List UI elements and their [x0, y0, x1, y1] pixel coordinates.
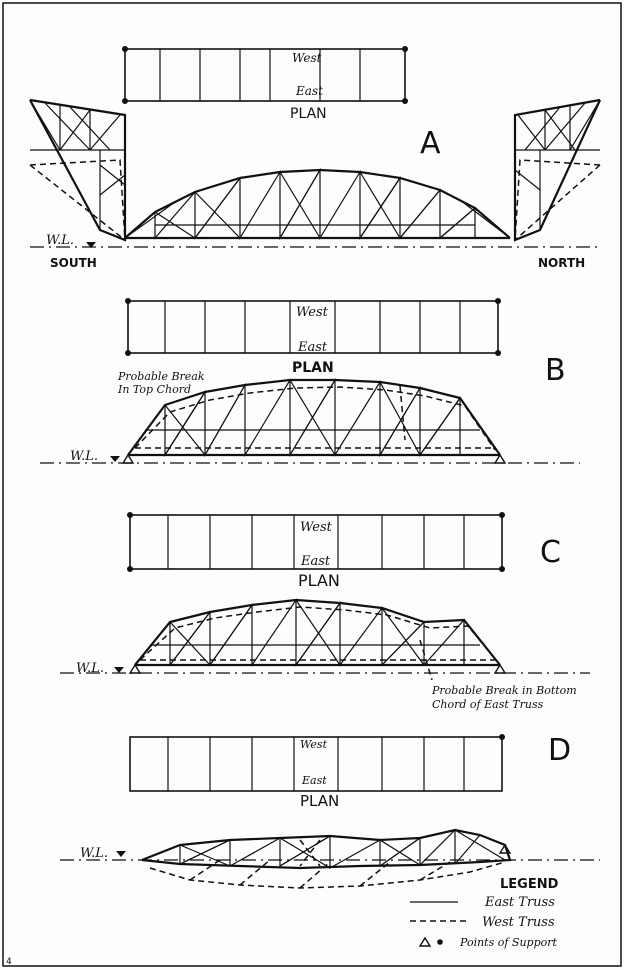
plan-a-panel-lines [159, 49, 361, 101]
plan-c-outline [129, 514, 503, 570]
plan-b-outline [127, 300, 499, 354]
panel-d-letter: D [548, 733, 571, 768]
water-line-label: W.L. [70, 449, 98, 464]
support-dot [125, 350, 131, 356]
plan-d-east-label: East [301, 774, 327, 787]
support-dot [127, 566, 133, 572]
legend-title: LEGEND [500, 877, 559, 892]
panel-b: West East PLAN B Probable Break In Top C… [40, 298, 580, 464]
water-level-triangle-icon [86, 242, 96, 248]
plan-b-title: PLAN [292, 360, 334, 376]
panel-c: West East PLAN C W.L. Probable Bre [60, 512, 590, 711]
break-top-label-line2: In Top Chord [117, 383, 191, 396]
north-label: NORTH [538, 256, 585, 270]
water-level-triangle-icon [116, 851, 126, 857]
support-point-icon [128, 663, 142, 674]
break-bottom-label-line2: Chord of East Truss [432, 698, 544, 711]
d-collapsed-truss [141, 828, 512, 889]
support-point-icon [121, 453, 135, 464]
water-level-triangle-icon [110, 456, 120, 462]
plan-b-east-label: East [297, 340, 328, 355]
panel-a-letter: A [420, 126, 441, 161]
support-point-icon [498, 843, 512, 854]
page-number: 4 [6, 957, 12, 967]
support-dot [495, 298, 501, 304]
plan-a-title: PLAN [290, 106, 327, 122]
water-line-label: W.L. [46, 233, 74, 248]
water-line-label: W.L. [76, 661, 104, 676]
plan-a: West East PLAN [122, 46, 408, 122]
support-dot [402, 46, 408, 52]
plan-a-outline [124, 48, 406, 102]
support-dot [499, 512, 505, 518]
panel-b-letter: B [545, 353, 566, 388]
legend-west-label: West Truss [482, 915, 555, 930]
legend: LEGEND East Truss West Truss Points of S… [410, 877, 559, 949]
legend-east-label: East Truss [484, 895, 555, 910]
plan-d-outline [129, 736, 503, 792]
plan-c-east-label: East [300, 554, 331, 569]
support-dot [402, 98, 408, 104]
panel-d: West East PLAN D W.L. [60, 733, 600, 889]
c-main-truss [134, 598, 501, 681]
plan-b-panel-lines [164, 301, 461, 353]
plan-c-west-label: West [300, 520, 333, 535]
plan-a-west-label: West [292, 51, 322, 65]
panel-a: West East PLAN A [29, 46, 601, 270]
plan-a-east-label: East [295, 84, 323, 98]
water-line-label: W.L. [80, 846, 108, 861]
support-dot [122, 46, 128, 52]
plan-b: West East PLAN [125, 298, 501, 376]
plan-d-title: PLAN [300, 792, 339, 810]
support-dot [127, 512, 133, 518]
a-main-truss [124, 167, 511, 241]
support-point-icon [418, 936, 432, 947]
break-top-label-line1: Probable Break [117, 370, 205, 383]
support-dot [495, 350, 501, 356]
support-point-icon [493, 453, 507, 464]
plan-d-west-label: West [300, 738, 328, 751]
plan-c-title: PLAN [298, 571, 340, 590]
support-dot [122, 98, 128, 104]
water-level-triangle-icon [114, 667, 124, 673]
support-dot [499, 734, 505, 740]
a-south-wreckage [29, 98, 127, 242]
support-point-icon [493, 663, 507, 674]
plan-c: West East PLAN [127, 512, 505, 590]
plan-b-west-label: West [296, 305, 329, 320]
plan-c-panel-lines [167, 515, 465, 569]
break-bottom-label-line1: Probable Break in Bottom [431, 684, 577, 697]
legend-support-label: Points of Support [459, 936, 558, 949]
b-main-truss [127, 377, 501, 458]
support-dot-icon [437, 939, 443, 945]
plan-d-panel-lines [167, 737, 465, 791]
panel-c-letter: C [540, 535, 561, 570]
support-dot [499, 566, 505, 572]
support-dot [125, 298, 131, 304]
plan-d: West East PLAN [129, 734, 505, 810]
south-label: SOUTH [50, 256, 97, 270]
a-north-wreckage [513, 98, 601, 242]
